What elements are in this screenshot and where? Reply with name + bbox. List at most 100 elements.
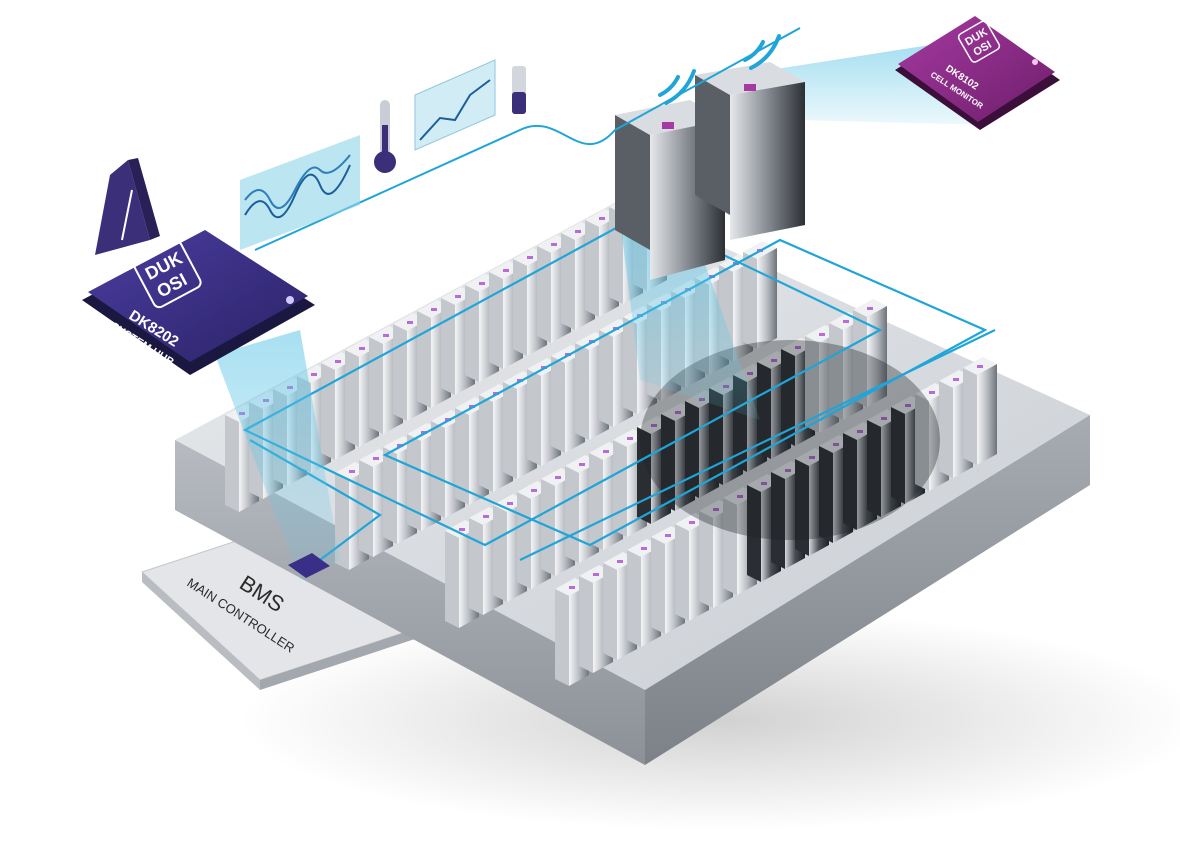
cell-sensor — [421, 431, 427, 434]
cell-side — [685, 401, 699, 498]
cell-side — [623, 317, 637, 414]
cell-side — [867, 420, 881, 517]
cell-sensor — [407, 321, 413, 324]
cell-side — [393, 324, 407, 421]
cell-side — [819, 446, 833, 543]
cell-sensor — [771, 359, 777, 362]
cell-sensor — [503, 269, 509, 272]
monitor-pin1-dot — [1032, 59, 1038, 65]
cell-sensor — [383, 334, 389, 337]
cell-sensor — [483, 515, 489, 518]
cell-side — [853, 310, 867, 407]
cell-side — [723, 498, 737, 595]
cell-sensor — [359, 347, 365, 350]
cell-side — [747, 485, 761, 582]
cell-side — [579, 576, 593, 673]
cell-side — [603, 563, 617, 660]
cell-sensor — [809, 456, 815, 459]
cell-sensor — [843, 320, 849, 323]
cell-side — [843, 433, 857, 530]
cell-side — [613, 440, 627, 537]
cell-side — [479, 395, 493, 492]
cell-sensor — [905, 404, 911, 407]
bms-hub-chip — [288, 553, 330, 578]
cell-side — [407, 434, 421, 531]
cell-sensor — [881, 417, 887, 420]
cell-side — [963, 368, 977, 465]
module-chip — [662, 122, 674, 129]
thermometer-icon — [374, 100, 396, 173]
cell-sensor — [311, 373, 317, 376]
cell-side — [891, 407, 905, 504]
cell-side — [795, 459, 809, 556]
cell-side — [627, 550, 641, 647]
cell-side — [805, 336, 819, 433]
cell-sensor — [459, 528, 465, 531]
cell-sensor — [977, 365, 983, 368]
cell-side — [565, 466, 579, 563]
cell-sensor — [455, 295, 461, 298]
cell-side — [321, 363, 335, 460]
cell-side — [585, 220, 599, 317]
cell-sensor — [527, 256, 533, 259]
cell-sensor — [531, 489, 537, 492]
cell-sensor — [569, 586, 575, 589]
cell-sensor — [857, 430, 863, 433]
cell-side — [599, 330, 613, 427]
cell-sensor — [713, 508, 719, 511]
cell-side — [743, 252, 757, 349]
cell-sensor — [603, 450, 609, 453]
cell-sensor — [867, 307, 873, 310]
cell-sensor — [373, 457, 379, 460]
cell-sensor — [507, 502, 513, 505]
cell-side — [555, 589, 569, 686]
cell-sensor — [665, 534, 671, 537]
bms-controller[interactable]: BMS MAIN CONTROLLER — [141, 519, 419, 690]
cell-face — [757, 248, 777, 349]
metronome-icon — [95, 158, 160, 255]
cell-sensor — [551, 243, 557, 246]
cell-side — [417, 311, 431, 408]
cell-sensor — [599, 217, 605, 220]
line-chart-icon — [414, 59, 496, 151]
cell-side — [781, 349, 795, 446]
cell-sensor — [575, 230, 581, 233]
cell-side — [527, 369, 541, 466]
cell-monitor-module-2[interactable] — [695, 62, 805, 240]
cell-side — [561, 233, 575, 330]
cell-sensor — [819, 333, 825, 336]
monitor-logo-box — [957, 20, 1001, 63]
cell-side — [455, 408, 469, 505]
cell-face — [977, 364, 997, 465]
cell-side — [589, 453, 603, 550]
cell-sensor — [785, 469, 791, 472]
cell-side — [675, 524, 689, 621]
cell-side — [359, 460, 373, 557]
cell-side — [915, 394, 929, 491]
cell-sensor — [651, 424, 657, 427]
cell-side — [699, 511, 713, 608]
cell-side — [369, 337, 383, 434]
cell-sensor — [555, 476, 561, 479]
cell-sensor — [617, 560, 623, 563]
cell-side — [345, 350, 359, 447]
cell-side — [383, 447, 397, 544]
module-chip — [744, 84, 756, 91]
cell-side — [513, 259, 527, 356]
cell-side — [517, 492, 531, 589]
cell-sensor — [761, 482, 767, 485]
cell-sensor — [349, 470, 355, 473]
cell-side — [939, 381, 953, 478]
cell-sensor — [641, 547, 647, 550]
cell-side — [757, 362, 771, 459]
cell-monitor-chip[interactable]: DUK OSI DK8102 CELL MONITOR — [895, 16, 1060, 130]
cell-sensor — [737, 495, 743, 498]
cell-side — [709, 388, 723, 485]
cell-sensor — [593, 573, 599, 576]
cell-side — [551, 356, 565, 453]
cell-sensor — [579, 463, 585, 466]
cell-sensor — [397, 444, 403, 447]
system-hub-chip[interactable]: DUK OSI DK8202 SYSTEM HUB — [82, 230, 315, 375]
cell-side — [771, 472, 785, 569]
cell-side — [829, 323, 843, 420]
